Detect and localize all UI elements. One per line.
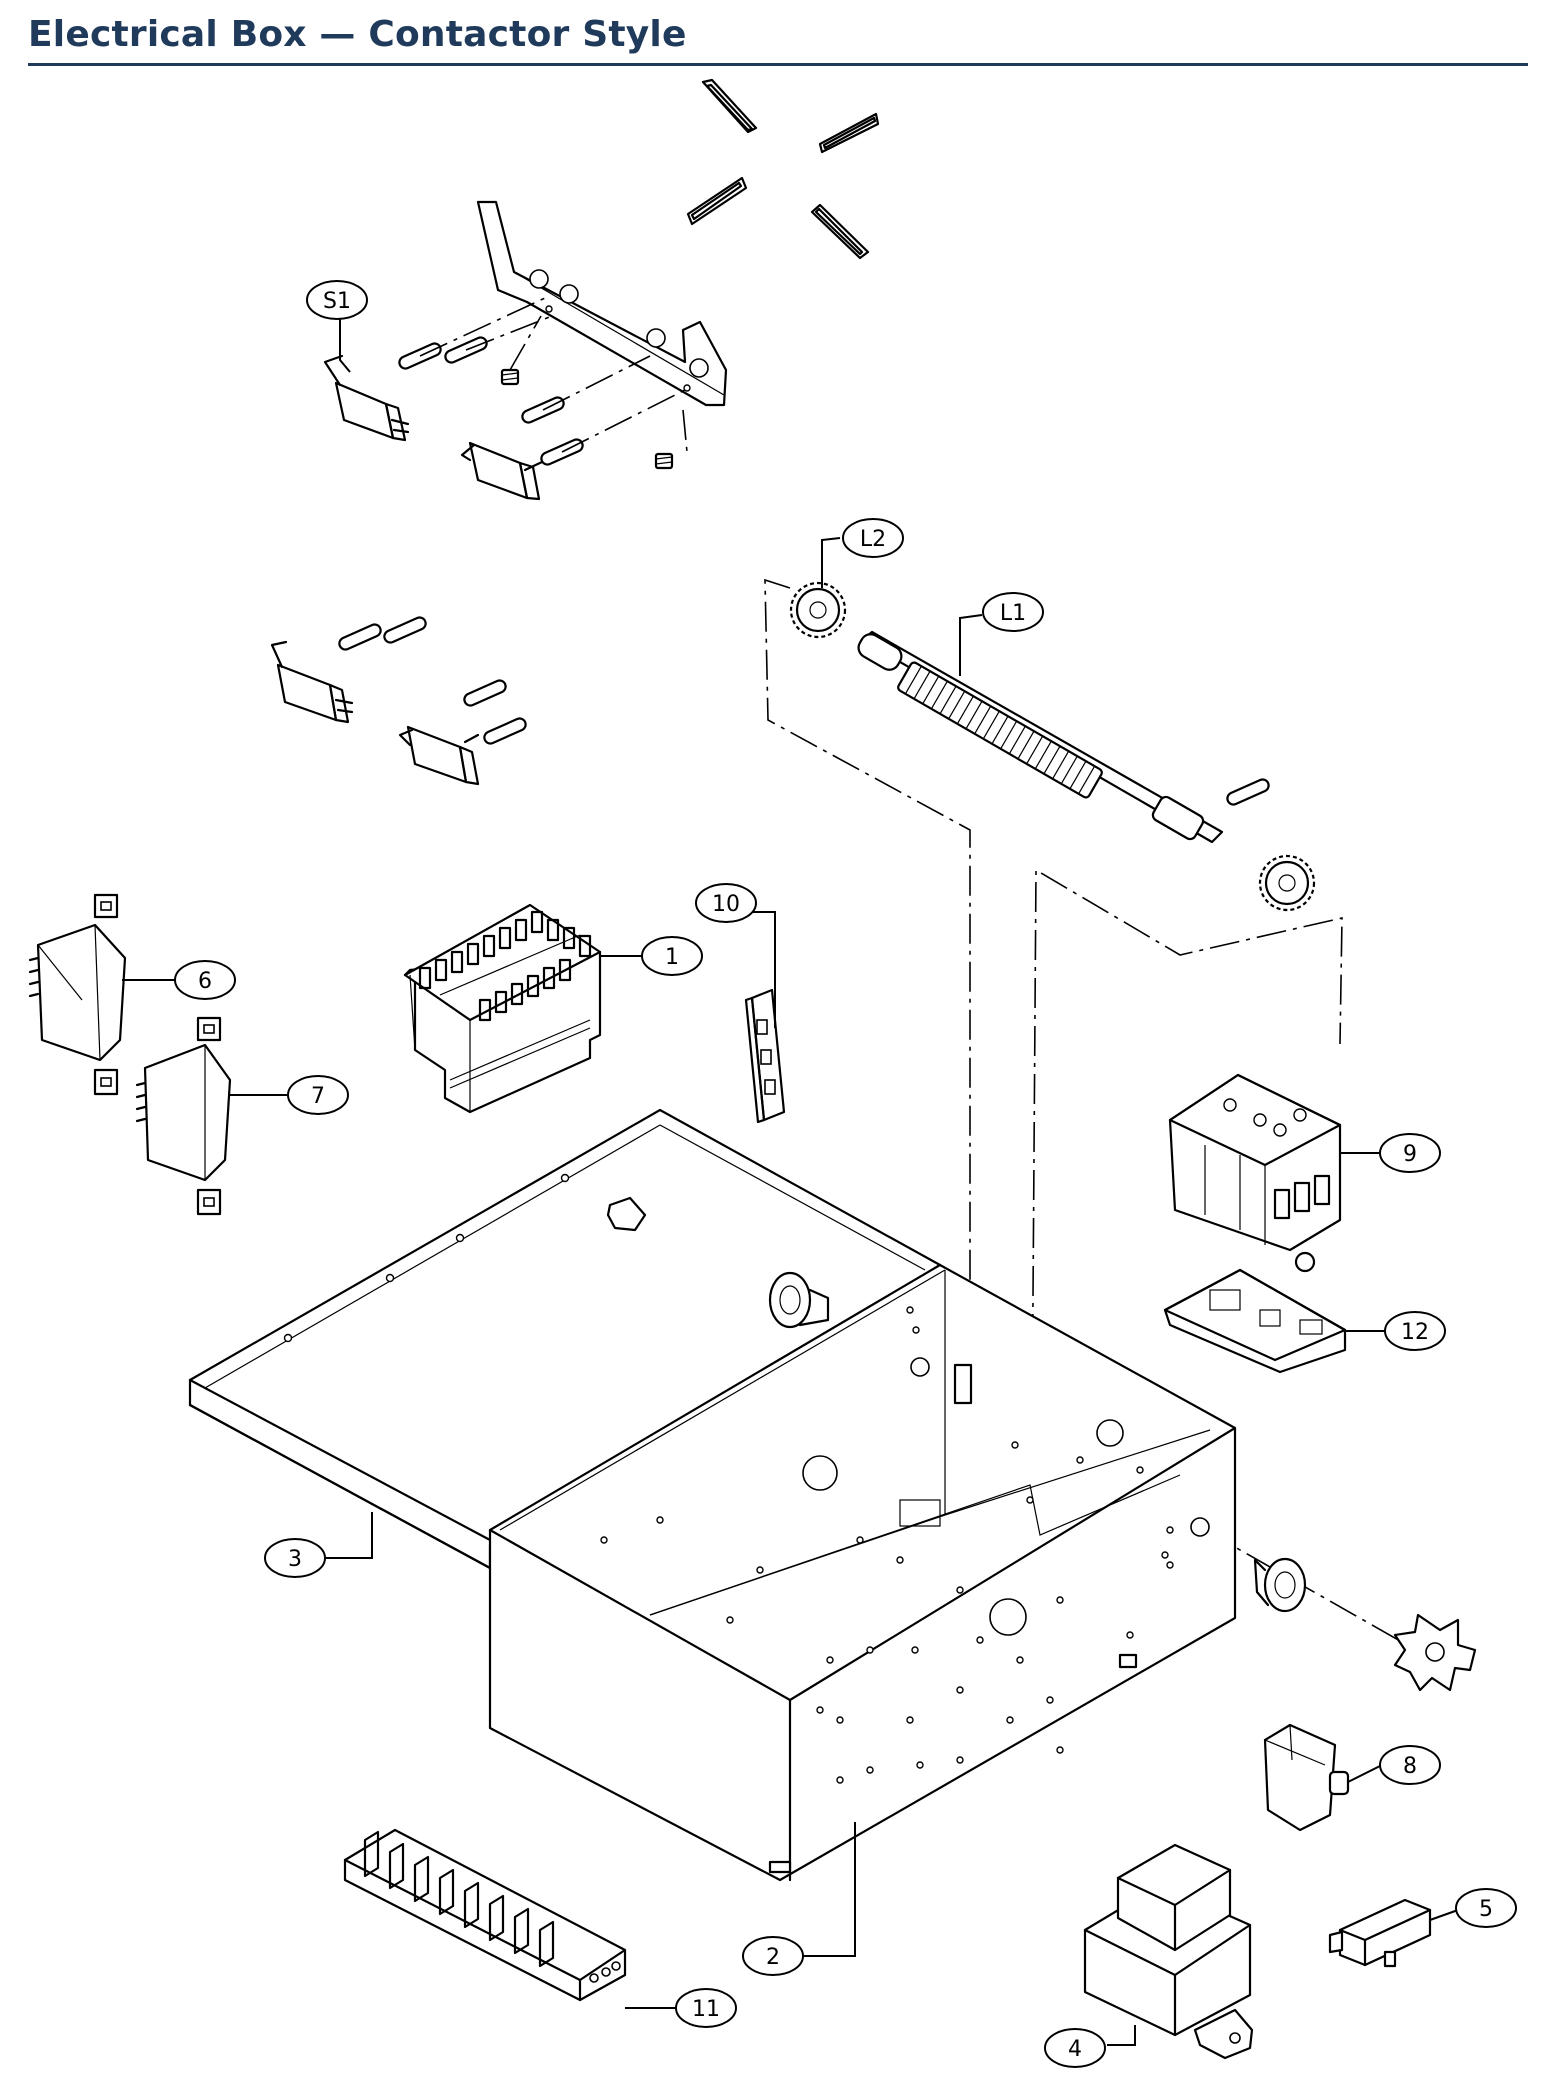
- contactor-base-12: [1163, 1268, 1347, 1374]
- gear-l2: [789, 581, 847, 639]
- relay-7: [135, 1016, 232, 1216]
- callout-6-balloon: [174, 960, 236, 1000]
- callout-10: 10: [695, 883, 757, 923]
- switch-pins-middle: [338, 616, 527, 745]
- callout-10-balloon: [695, 883, 757, 923]
- terminal-plate: [744, 988, 786, 1124]
- callout-2: 2: [742, 1936, 804, 1976]
- contactor-9: [1168, 1073, 1342, 1273]
- callout-l2: L2: [842, 518, 904, 558]
- callout-5-label: 5: [1479, 1897, 1493, 1922]
- callout-s1-balloon: [306, 280, 368, 320]
- callout-s1-label: S1: [323, 289, 351, 314]
- callout-6-label: 6: [198, 969, 212, 994]
- callout-6: 6: [174, 960, 236, 1000]
- callout-2-balloon: [742, 1936, 804, 1976]
- gear-lower: [1258, 854, 1316, 912]
- callout-10-label: 10: [712, 892, 740, 917]
- terminal-block-11: [343, 1828, 627, 2002]
- callout-8-balloon: [1379, 1745, 1441, 1785]
- callout-9-balloon: [1379, 1133, 1441, 1173]
- transformer-4: [1083, 1843, 1254, 2060]
- callout-12: 12: [1384, 1311, 1446, 1351]
- star-washer: [1393, 1613, 1477, 1692]
- microswitch-top-2: [460, 441, 544, 501]
- callout-l1-balloon: [982, 592, 1044, 632]
- contactor-assembly: [403, 903, 602, 1114]
- callout-12-label: 12: [1401, 1320, 1429, 1345]
- callout-11-label: 11: [692, 1997, 720, 2022]
- callout-l1-label: L1: [1000, 601, 1026, 626]
- callout-1-label: 1: [665, 945, 679, 970]
- switch-pins: [398, 297, 688, 470]
- callout-11-balloon: [675, 1988, 737, 2028]
- component-5: [1328, 1898, 1432, 1968]
- callout-12-balloon: [1384, 1311, 1446, 1351]
- callout-9: 9: [1379, 1133, 1441, 1173]
- callout-2-label: 2: [766, 1945, 780, 1970]
- callout-4: 4: [1044, 2028, 1106, 2068]
- microswitch-middle-2: [398, 725, 480, 786]
- callout-3-label: 3: [288, 1547, 302, 1572]
- callout-8-label: 8: [1403, 1754, 1417, 1779]
- relay-6: [28, 893, 127, 1096]
- callout-4-label: 4: [1068, 2037, 1082, 2062]
- cable-bushings: [606, 1196, 1307, 1613]
- title-underline: [28, 63, 1528, 66]
- callout-4-balloon: [1044, 2028, 1106, 2068]
- circuit-breaker-8: [1263, 1723, 1350, 1832]
- callout-11: 11: [675, 1988, 737, 2028]
- callout-8: 8: [1379, 1745, 1441, 1785]
- callout-l2-label: L2: [860, 527, 886, 552]
- callout-7-label: 7: [311, 1084, 325, 1109]
- callout-leaders: [122, 318, 1459, 2046]
- callout-1: 1: [641, 936, 703, 976]
- threaded-shaft-l1: [857, 630, 1270, 844]
- callout-7-balloon: [287, 1075, 349, 1115]
- callout-s1: S1: [306, 280, 368, 320]
- callout-3-balloon: [264, 1538, 326, 1578]
- microswitch-middle-1: [270, 640, 354, 724]
- page-title: Electrical Box — Contactor Style: [28, 14, 687, 55]
- electrical-box-body: [488, 1263, 1237, 1882]
- callout-5: 5: [1455, 1888, 1517, 1928]
- callout-l1: L1: [982, 592, 1044, 632]
- callout-5-balloon: [1455, 1888, 1517, 1928]
- insulator-strips: [686, 78, 880, 260]
- microswitch-s1: [323, 354, 410, 442]
- callout-l2-balloon: [842, 518, 904, 558]
- callout-7: 7: [287, 1075, 349, 1115]
- switch-mounting-bracket: [476, 200, 728, 407]
- callout-9-label: 9: [1403, 1142, 1417, 1167]
- callout-3: 3: [264, 1538, 326, 1578]
- callout-1-balloon: [641, 936, 703, 976]
